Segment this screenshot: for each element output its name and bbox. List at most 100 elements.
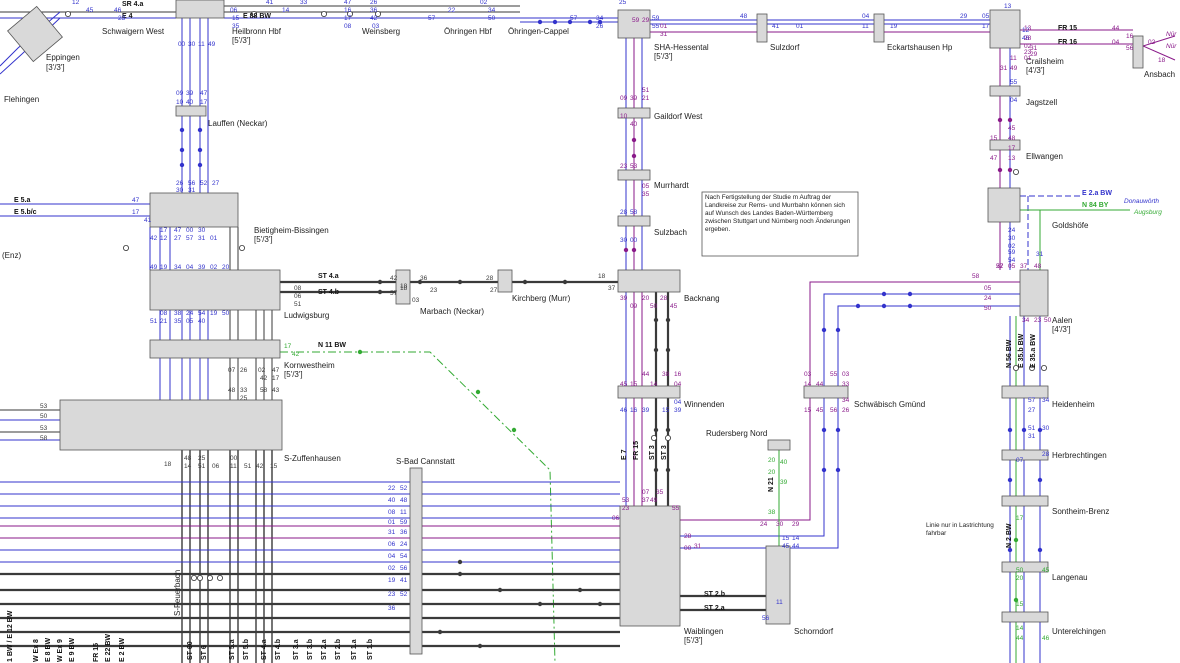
track-number-kornwestheim: 33 (240, 387, 248, 394)
line-marker-dot (907, 291, 913, 297)
track-number-zuffenhausen: 14 (184, 463, 192, 470)
track-number-lb-b: 05 (186, 318, 194, 325)
track-number-gaildorf: 09 (620, 95, 628, 102)
waiblingen-box (619, 505, 681, 627)
sontheim-box (1001, 495, 1049, 507)
track-number-winnenden: 15 (630, 381, 638, 388)
track-number-zuffenhausen: 42 (256, 463, 264, 470)
last-direction-note: Linie nur in Lastrichtung fahrbar (926, 522, 994, 537)
track-number-kornwestheim: 26 (240, 367, 248, 374)
sha-box (617, 9, 651, 39)
track-number-unterelchingen: 14 (1016, 625, 1024, 632)
track-number-bb-c: 20 (222, 264, 230, 271)
track-number-lb-b: 40 (198, 318, 206, 325)
track-number-heilbronn-mid: 39 (186, 90, 194, 97)
track-number-st4: 08 (294, 285, 302, 292)
line-e12bw: 1 BW / E 12 BW (7, 610, 14, 662)
track-number-cannstatt: 04 (388, 553, 396, 560)
line-e35b: E 35.b BW (1018, 333, 1025, 368)
line-marker-dot (179, 147, 185, 153)
track-number-murrhardt: 53 (630, 163, 638, 170)
ludwigsburg-box (149, 269, 281, 311)
track-number-cannstatt: 31 (388, 529, 396, 536)
line-e2abw: E 2.a BW (1082, 190, 1112, 197)
track-number-heilbronn-low: 27 (212, 180, 220, 187)
station-oehringen: Öhringen Hbf (444, 27, 492, 36)
junction-ring (250, 10, 257, 17)
line-marker-dot (477, 643, 483, 649)
track-number-waiblingen: 55 (672, 505, 680, 512)
track-number-kornwestheim: 43 (272, 387, 280, 394)
track-number-heidenheim: 31 (1028, 433, 1036, 440)
track-number-heilbronn-low: 26 (176, 180, 184, 187)
track-number-gaildorf: 39 (630, 95, 638, 102)
track-number-aalen: 24 (984, 295, 992, 302)
track-number-goldshoefe: 59 (1008, 249, 1016, 256)
track-number-waiblingen: 49 (650, 497, 658, 504)
line-marker-dot (357, 349, 363, 355)
track-number-sg: 45 (816, 407, 824, 414)
track-number-e5: 17 (132, 209, 140, 216)
track-number-backnang: 20 (642, 295, 650, 302)
track-number-east-top: 19 (890, 23, 898, 30)
track-number-kornwestheim: 48 (228, 387, 236, 394)
line-rems-blue-2 (680, 305, 1020, 549)
track-number-winnenden: 45 (620, 381, 628, 388)
track-number-heidenheim: 28 (1042, 451, 1050, 458)
track-number-rudersberg: 40 (780, 459, 788, 466)
track-number-bb-c: 02 (210, 264, 218, 271)
station-sontheim: Sontheim-Brenz (1052, 507, 1109, 516)
line-st1b: ST 1.b (367, 639, 374, 660)
track-number-crailsheim: 01 (1024, 55, 1032, 62)
track-number-murrhardt: 05 (642, 183, 650, 190)
track-number-winnenden-b: 39 (642, 407, 650, 414)
line-marker-dot (665, 467, 671, 473)
junction-ring (1013, 168, 1020, 175)
track-number-cannstatt: 02 (388, 565, 396, 572)
track-number-heidenheim: 07 (1016, 457, 1024, 464)
bietigheim-box (149, 192, 239, 228)
station-zuffenhausen: S-Zuffenhausen (284, 454, 341, 463)
track-number-aalen: 48 (1034, 263, 1042, 270)
track-number-bb-a: 00 (186, 227, 194, 234)
line-e2bw: E 2 BW (119, 637, 126, 662)
crailsheim-box (989, 9, 1021, 49)
track-number-heidenheim: 30 (1042, 425, 1050, 432)
station-schorndorf: Schorndorf (794, 627, 834, 636)
line-marker-dot (457, 571, 463, 577)
track-number-heilbronn-low: 30 (176, 187, 184, 194)
track-number-cannstatt: 36 (400, 529, 408, 536)
track-number-misc-top: 02 (480, 0, 488, 6)
junction-ring (1029, 364, 1036, 371)
line-marker-dot (665, 427, 671, 433)
track-number-waiblingen: 00 (684, 545, 692, 552)
line-fr-nurn-2 (1142, 45, 1176, 61)
track-number-lb-a: 24 (186, 310, 194, 317)
track-number-heidenheim: 27 (1028, 407, 1036, 414)
junction-ring (238, 244, 245, 251)
track-number-bb-c: 39 (198, 264, 206, 271)
station-eckartshausen: Eckartshausen Hp (887, 43, 953, 52)
track-number-crailsheim-b: 49 (1010, 65, 1018, 72)
track-number-kornwestheim: 58 (260, 387, 268, 394)
station-aalen-gauge: [4'/3'] (1052, 325, 1071, 334)
track-number-st4: 03 (412, 297, 420, 304)
junction-ring (346, 10, 353, 17)
line-marker-dot (587, 19, 593, 25)
kornwestheim-box (149, 339, 281, 359)
track-number-murrhardt: 35 (642, 191, 650, 198)
track-number-zuffenhausen: 15 (270, 463, 278, 470)
track-number-east-top: 04 (862, 13, 870, 20)
track-number-backnang: 45 (670, 303, 678, 310)
track-number-st4: 18 (400, 285, 408, 292)
track-number-east-top: 12 (1022, 27, 1030, 34)
track-number-east-top: 01 (796, 23, 804, 30)
line-marker-dot (597, 19, 603, 25)
eckartshausen-box (873, 13, 885, 43)
station-rudersberg: Rudersberg Nord (706, 429, 767, 438)
track-number-fr: 04 (1112, 39, 1120, 46)
herbrechtingen-box (1001, 449, 1049, 461)
line-marker-dot (1007, 427, 1013, 433)
track-number-waiblingen: 37 (642, 497, 650, 504)
